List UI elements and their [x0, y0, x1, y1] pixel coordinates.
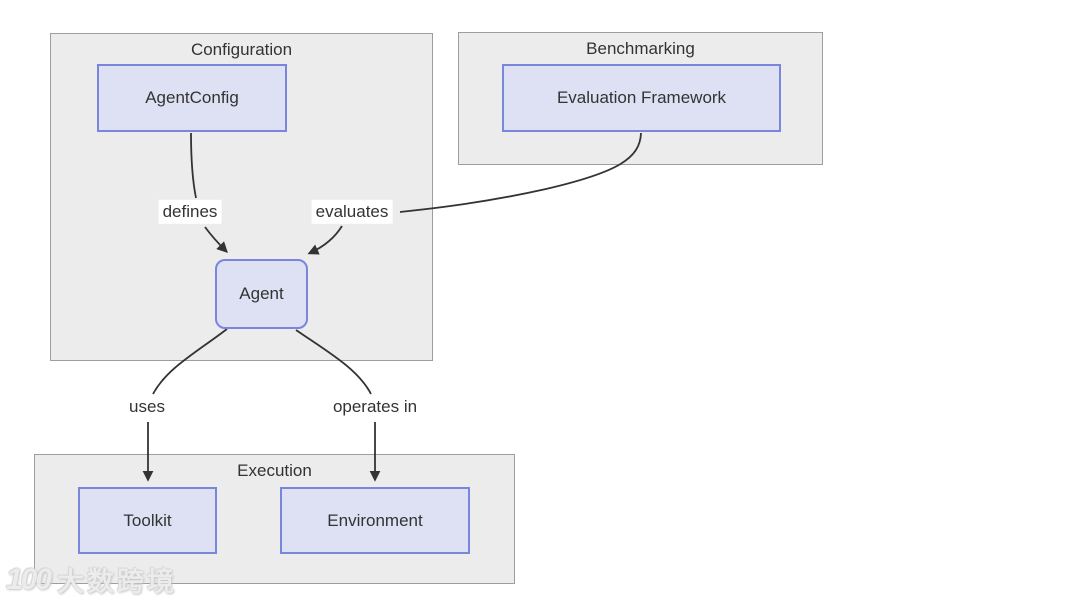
edge-label-evaluates: evaluates — [311, 199, 393, 225]
node-toolkit-label: Toolkit — [123, 510, 172, 530]
edge-defines-segment2 — [204, 226, 228, 253]
node-environment: Environment — [280, 487, 470, 554]
node-evaluation-framework-label: Evaluation Framework — [556, 88, 727, 107]
cluster-benchmarking-title: Benchmarking — [586, 39, 695, 58]
node-evaluation-framework: Evaluation Framework — [502, 64, 781, 132]
edge-label-defines: defines — [158, 199, 222, 225]
node-agentconfig: AgentConfig — [97, 64, 287, 132]
edge-operates-in-segment1 — [295, 329, 372, 395]
edge-uses-segment1 — [152, 328, 228, 395]
cluster-execution-title: Execution — [237, 461, 312, 480]
node-toolkit: Toolkit — [78, 487, 217, 554]
edge-label-uses: uses — [125, 394, 169, 420]
node-agent: Agent — [215, 259, 308, 329]
edge-defines-segment1 — [190, 132, 197, 199]
edge-evaluates-segment1 — [399, 132, 642, 213]
node-environment-label: Environment — [327, 510, 423, 530]
edge-label-operates-in: operates in — [328, 394, 422, 420]
node-agent-label: Agent — [239, 284, 284, 303]
cluster-configuration-title: Configuration — [190, 40, 293, 59]
edge-evaluates-segment2 — [307, 225, 343, 255]
node-agentconfig-label: AgentConfig — [145, 88, 239, 107]
